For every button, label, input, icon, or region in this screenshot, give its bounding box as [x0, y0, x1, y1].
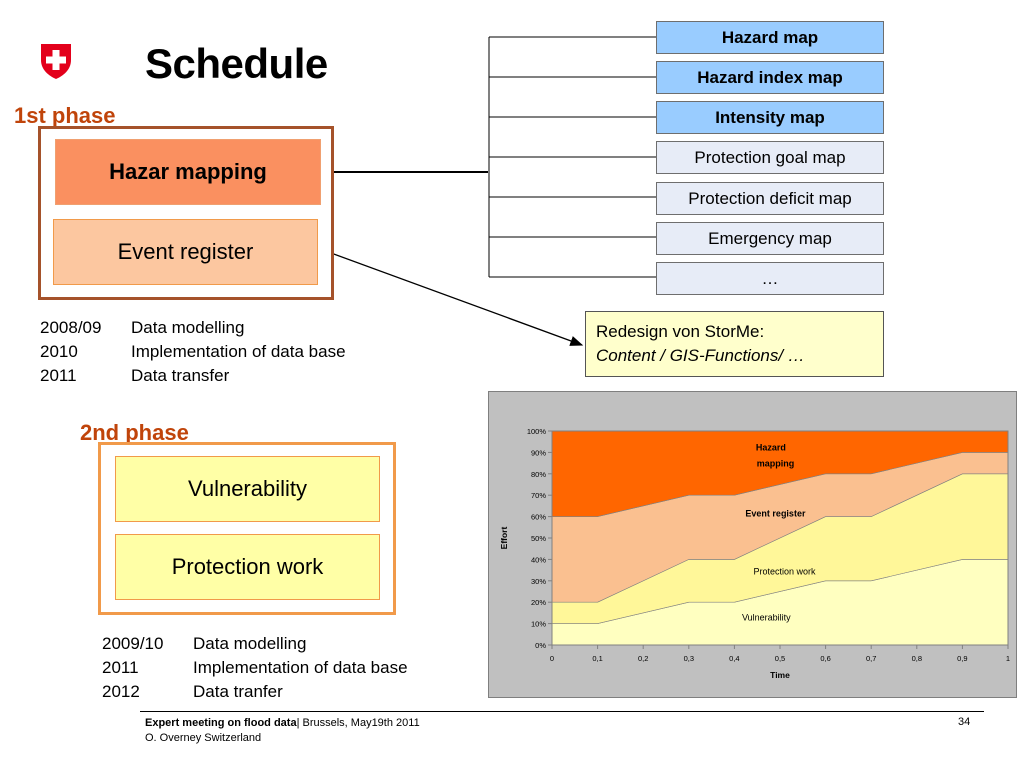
y-tick-label: 10%: [531, 620, 546, 629]
y-tick-label: 20%: [531, 598, 546, 607]
chart-annotation: Hazard: [756, 442, 786, 452]
effort-chart-frame: 0% 10% 20% 30% 40% 50% 60% 70% 80% 90% 100% 0 0,1 0,2…: [488, 391, 1017, 698]
footer-divider: [140, 711, 984, 712]
redesign-line2: Content / GIS-Functions/ …: [596, 346, 805, 365]
page-number: 34: [958, 716, 971, 728]
x-tick-label: 0,1: [592, 654, 602, 663]
map-box-more: …: [656, 262, 884, 295]
x-tick-label: 0,7: [866, 654, 876, 663]
map-box-hazard: Hazard map: [656, 21, 884, 54]
footer-author: O. Overney Switzerland: [145, 732, 262, 744]
x-tick-label: 0,9: [957, 654, 967, 663]
y-axis-label: Effort: [499, 527, 509, 550]
y-tick-label: 70%: [531, 491, 546, 500]
footer: Expert meeting on flood data| Brussels, …: [145, 716, 420, 746]
map-box-protection-goal: Protection goal map: [656, 141, 884, 174]
x-tick-label: 0,3: [684, 654, 694, 663]
redesign-line1: Redesign von StorMe:: [596, 322, 765, 341]
y-tick-label: 0%: [535, 641, 546, 650]
y-tick-label: 100%: [527, 427, 547, 436]
chart-annotation: Event register: [745, 509, 806, 519]
y-tick-label: 80%: [531, 470, 546, 479]
map-box-protection-deficit: Protection deficit map: [656, 182, 884, 215]
x-tick-label: 0,6: [820, 654, 830, 663]
footer-place: | Brussels, May19th 2011: [296, 717, 420, 729]
page-title: Schedule: [145, 40, 328, 87]
footer-event: Expert meeting on flood data: [145, 717, 297, 729]
chart-annotation: Protection work: [754, 566, 817, 576]
event-register-box: Event register: [53, 219, 318, 285]
redesign-note: Redesign von StorMe: Content / GIS-Funct…: [585, 311, 884, 377]
chart-annotation: Vulnerability: [742, 612, 791, 622]
x-tick-label: 0: [550, 654, 554, 663]
x-tick-label: 1: [1006, 654, 1010, 663]
chart-annotation: mapping: [757, 458, 795, 468]
y-tick-label: 50%: [531, 534, 546, 543]
x-tick-label: 0,2: [638, 654, 648, 663]
map-box-intensity: Intensity map: [656, 101, 884, 134]
phase1-label: 1st phase: [14, 103, 116, 128]
x-axis-label: Time: [770, 670, 790, 680]
y-tick-label: 30%: [531, 577, 546, 586]
x-tick-label: 0,5: [775, 654, 785, 663]
map-box-hazard-index: Hazard index map: [656, 61, 884, 94]
phase2-label: 2nd phase: [80, 420, 189, 445]
vulnerability-box: Vulnerability: [115, 456, 380, 522]
y-tick-label: 60%: [531, 513, 546, 522]
x-tick-label: 0,4: [729, 654, 739, 663]
swiss-cross-shield-icon: [41, 44, 71, 79]
x-tick-label: 0,8: [912, 654, 922, 663]
y-tick-label: 90%: [531, 448, 546, 457]
y-tick-label: 40%: [531, 555, 546, 564]
map-box-emergency: Emergency map: [656, 222, 884, 255]
effort-chart: 0% 10% 20% 30% 40% 50% 60% 70% 80% 90% 100% 0 0,1 0,2…: [499, 427, 1010, 680]
protection-work-box: Protection work: [115, 534, 380, 600]
hazard-mapping-box: Hazar mapping: [55, 139, 321, 205]
